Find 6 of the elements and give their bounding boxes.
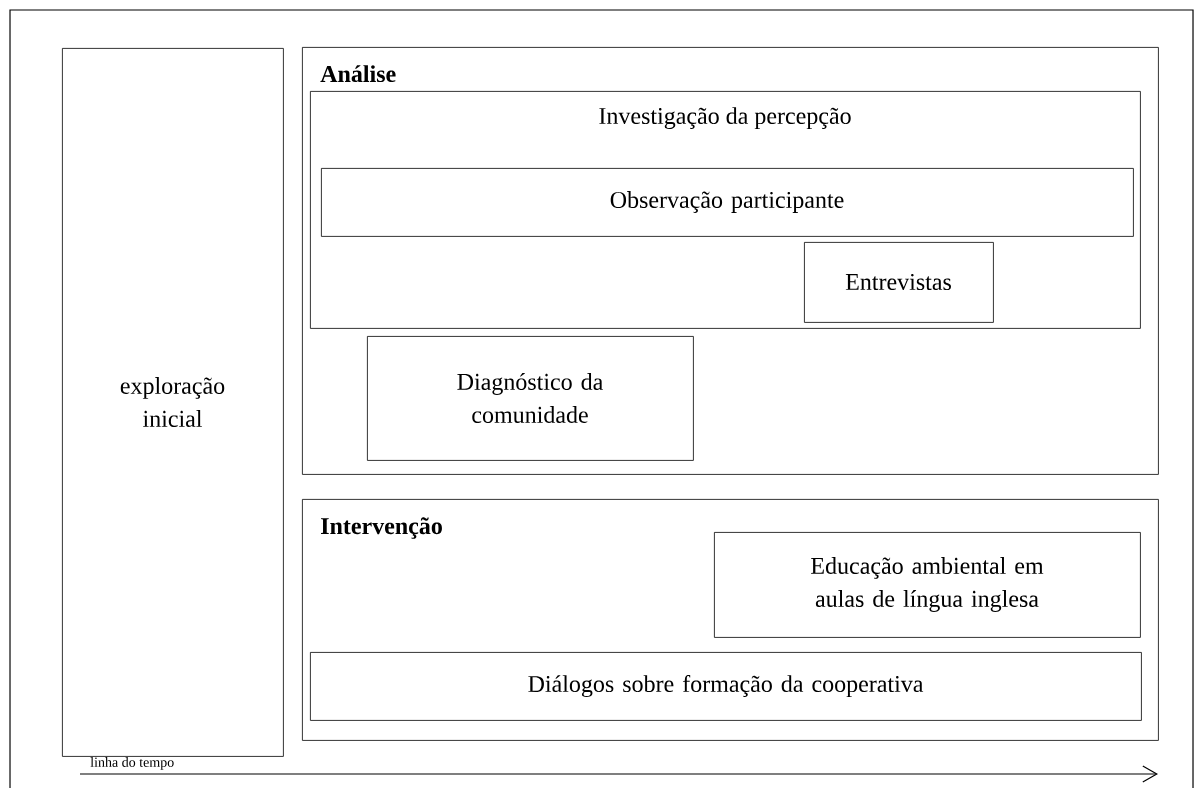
text-box: Educação ambiental em aulas de língua inglesa: [714, 532, 1141, 638]
text-box: Entrevistas: [804, 242, 994, 323]
text-box: Observação participante: [321, 168, 1134, 237]
text-box: Diagnóstico da comunidade: [367, 336, 694, 461]
text-box: exploração inicial: [62, 48, 284, 757]
text-box: Diálogos sobre formação da cooperativa: [310, 652, 1142, 721]
